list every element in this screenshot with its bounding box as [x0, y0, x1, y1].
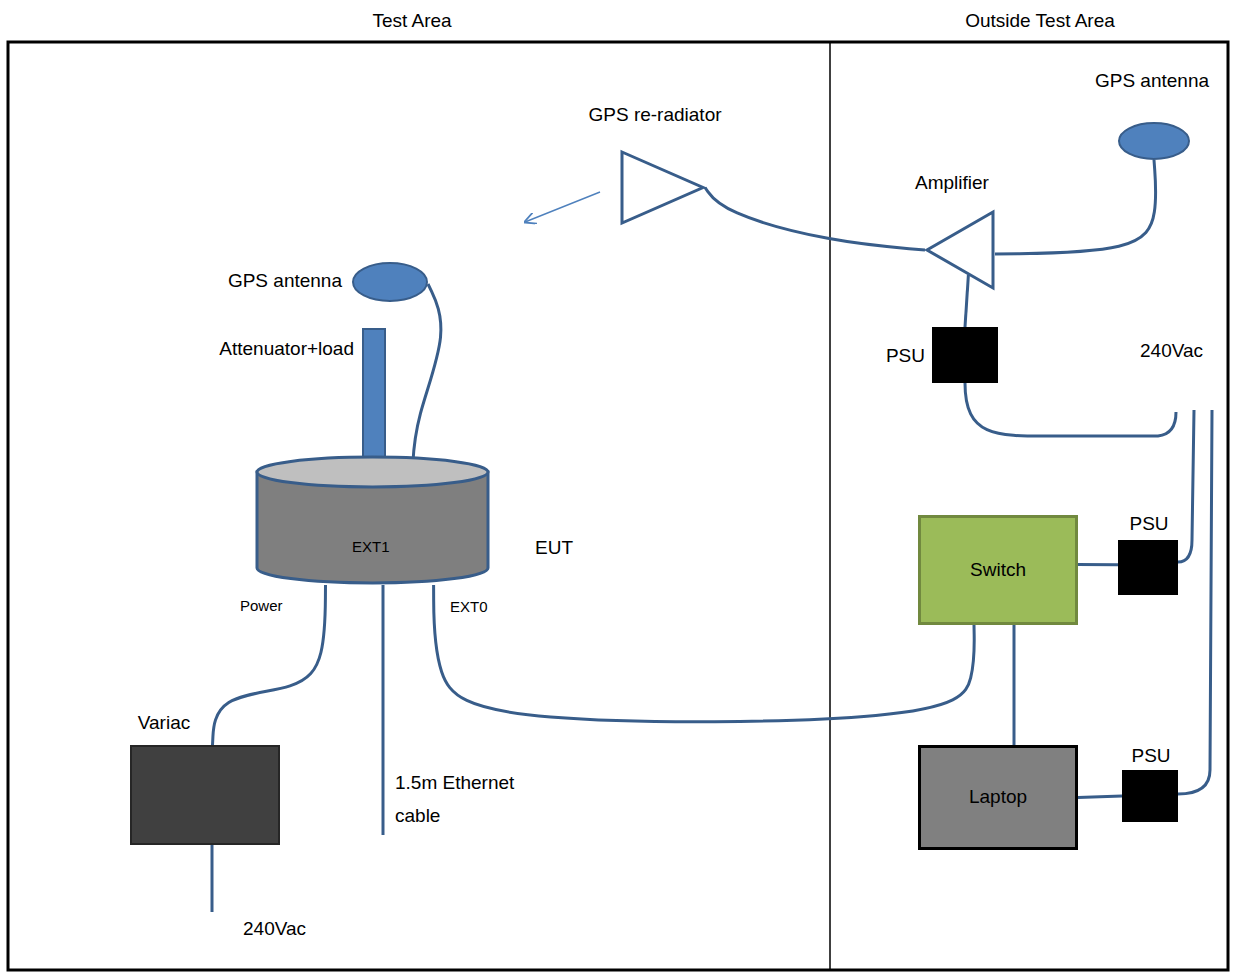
cable-connector [412, 284, 440, 472]
node-heading: PSU [886, 345, 925, 368]
area-region: Outside Test AreaGPS antennaAmplifierPSU… [830, 42, 1228, 970]
psu-node: PSU [1118, 540, 1178, 595]
node-heading: PSU [1129, 513, 1168, 536]
node-heading: GPS antenna [1095, 70, 1209, 93]
cable-connector [965, 275, 968, 327]
node-heading: Outside Test Area [965, 10, 1115, 33]
port-name: Power [240, 597, 283, 615]
port-name: EXT1 [352, 538, 390, 556]
cylinder-body [257, 472, 488, 583]
cable-connector [995, 160, 1156, 254]
note-label: 1.5m Ethernet cable [395, 766, 555, 833]
mains-wire [1178, 410, 1212, 794]
ellipse-node: GPS antenna [352, 262, 428, 302]
psu-node: PSU [1122, 770, 1178, 822]
mains-wire [965, 383, 1176, 436]
antenna-symbol [353, 263, 427, 301]
triangle-symbol [927, 212, 993, 288]
cyl-outline [255, 455, 490, 585]
node-heading: GPS antenna [228, 270, 342, 293]
node-heading: Variac [138, 712, 190, 735]
mains-wire [211, 845, 214, 912]
variac-node: Variac [130, 745, 280, 845]
port-name: EXT0 [450, 598, 488, 616]
att-node: Attenuator+load [362, 328, 386, 468]
node-heading: EUT [535, 537, 573, 560]
tri-l-node: Amplifier [925, 210, 995, 290]
ellipse-outline [1118, 122, 1190, 160]
laptop-node: Laptop [918, 745, 1078, 850]
note-label: 240Vac [243, 918, 306, 941]
cable-connector [213, 585, 326, 745]
ellipse-node: GPS antenna [1118, 122, 1190, 160]
cable-connector [1078, 796, 1122, 798]
node-heading: PSU [1131, 745, 1170, 768]
node-heading: Amplifier [915, 172, 989, 195]
cable-connector [1078, 563, 1118, 566]
mains-wire [1178, 410, 1194, 562]
tri-r-node: GPS re-radiator [620, 150, 705, 225]
psu-node: PSU [932, 327, 998, 383]
node-heading: Attenuator+load [219, 338, 354, 361]
tri-l-outline [925, 210, 995, 290]
node-heading: GPS re-radiator [588, 104, 721, 127]
cylinder-top [257, 457, 488, 487]
tri-r-outline [620, 150, 705, 225]
cable-connector [705, 188, 925, 251]
ellipse-outline [352, 262, 428, 302]
area-divider [829, 42, 831, 970]
node-heading: Test Area [372, 10, 451, 33]
loose-ethernet-cable [382, 585, 385, 835]
outer-border [8, 42, 1228, 970]
note-label: 240Vac [1140, 340, 1203, 363]
cable-connector [1013, 625, 1016, 745]
node-label: Switch [970, 559, 1026, 582]
cable-connector [434, 585, 975, 722]
switch-node: Switch [918, 515, 1078, 625]
radiation-arrow [525, 192, 600, 222]
triangle-symbol [622, 152, 703, 223]
antenna-symbol [1119, 123, 1189, 159]
area-region: Test AreaGPS re-radiatorGPS antennaAtten… [8, 42, 830, 970]
cyl-node: EUT [255, 455, 490, 585]
node-label: Laptop [969, 786, 1027, 809]
